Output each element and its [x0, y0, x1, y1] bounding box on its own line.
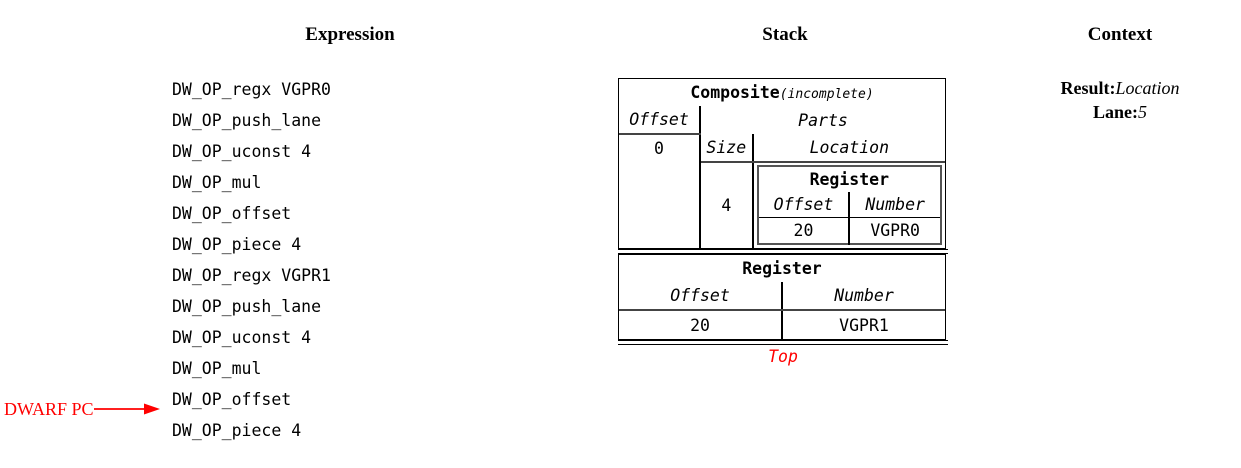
inner-register-number-header: Number	[849, 192, 941, 218]
composite-title-cell: Composite(incomplete)	[619, 79, 945, 106]
table-row: 20 VGPR1	[619, 310, 945, 339]
column-heading-stack: Stack	[762, 24, 808, 45]
context-row: Result:Location	[1010, 76, 1230, 100]
part-location-cell: Register Offset Number 20 VGPR0	[753, 162, 945, 248]
stack-area: Composite(incomplete) Offset Parts 0 Siz…	[618, 78, 948, 366]
stack-entry-composite: Composite(incomplete) Offset Parts 0 Siz…	[618, 78, 946, 249]
context-value: 5	[1138, 102, 1147, 122]
register-offset-value: 20	[619, 310, 783, 339]
composite-offset-value: 0	[619, 134, 701, 162]
composite-offset-filler	[619, 162, 701, 248]
context-key: Result:	[1060, 78, 1116, 98]
part-size-value: 4	[699, 162, 754, 248]
table-row: Offset Number	[619, 282, 945, 311]
register-title: Register	[742, 259, 822, 278]
expression-line: DW_OP_push_lane	[172, 111, 322, 130]
table-row: Register	[758, 166, 941, 192]
inner-register-table: Register Offset Number 20 VGPR0	[756, 165, 942, 245]
inner-register-offset-header: Offset	[757, 192, 851, 218]
table-row: 4 Register Offset	[619, 162, 945, 248]
expression-line: DW_OP_offset	[172, 204, 292, 223]
expression-line: DW_OP_offset	[172, 390, 292, 409]
table-row: 20 VGPR0	[757, 217, 941, 244]
context-key: Lane:	[1093, 102, 1138, 122]
composite-table: Composite(incomplete) Offset Parts 0 Siz…	[619, 79, 945, 248]
register-offset-header: Offset	[619, 282, 783, 311]
expression-list: DW_OP_regx VGPR0 DW_OP_push_lane DW_OP_u…	[172, 74, 572, 446]
composite-title: Composite	[690, 83, 780, 102]
expression-line: DW_OP_uconst 4	[172, 142, 312, 161]
dwarf-pc-label: DWARF PC	[4, 398, 94, 419]
expression-line: DW_OP_mul	[172, 173, 262, 192]
inner-register-offset-value: 20	[757, 217, 851, 244]
expression-line: DW_OP_piece 4	[172, 421, 302, 440]
stack-bottom-rule	[618, 340, 948, 345]
stack-entry-register: Register Offset Number 20 VGPR1	[618, 254, 946, 340]
parts-size-header: Size	[699, 134, 754, 163]
stack-separator	[618, 249, 948, 254]
table-row: Register	[619, 255, 945, 282]
composite-parts-header: Parts	[798, 110, 848, 130]
inner-register-number-value: VGPR0	[870, 221, 920, 240]
inner-register-title: Register	[809, 170, 890, 189]
table-row: 0 Size Location	[619, 134, 945, 163]
table-row: Offset Number	[757, 192, 941, 218]
expression-line: DW_OP_push_lane	[172, 297, 322, 316]
expression-line: DW_OP_regx VGPR1	[172, 266, 331, 285]
arrow-right-icon	[93, 403, 160, 415]
context-body: Result:Location Lane:5	[1010, 76, 1230, 124]
expression-line: DW_OP_piece 4	[172, 235, 302, 254]
dwarf-pc-marker: DWARF PC	[4, 396, 164, 422]
register-table: Register Offset Number 20 VGPR1	[619, 255, 945, 339]
stack-top-label: Top	[768, 347, 798, 366]
table-row: Composite(incomplete)	[619, 79, 945, 106]
expression-line: DW_OP_mul	[172, 359, 262, 378]
column-heading-context: Context	[1087, 24, 1153, 45]
context-row: Lane:5	[1010, 100, 1230, 124]
column-heading-expression: Expression	[305, 24, 395, 45]
inner-register-wrap: Register Offset Number 20 VGPR0	[754, 163, 945, 248]
register-number-value: VGPR1	[839, 315, 889, 335]
composite-offset-header: Offset	[619, 106, 701, 135]
register-number-header: Number	[782, 282, 945, 311]
expression-line: DW_OP_regx VGPR0	[172, 80, 331, 99]
expression-line: DW_OP_uconst 4	[172, 328, 312, 347]
composite-title-suffix: (incomplete)	[779, 87, 874, 102]
parts-location-header: Location	[752, 134, 945, 163]
table-row: Offset Parts	[619, 106, 945, 135]
context-value: Location	[1115, 78, 1180, 98]
